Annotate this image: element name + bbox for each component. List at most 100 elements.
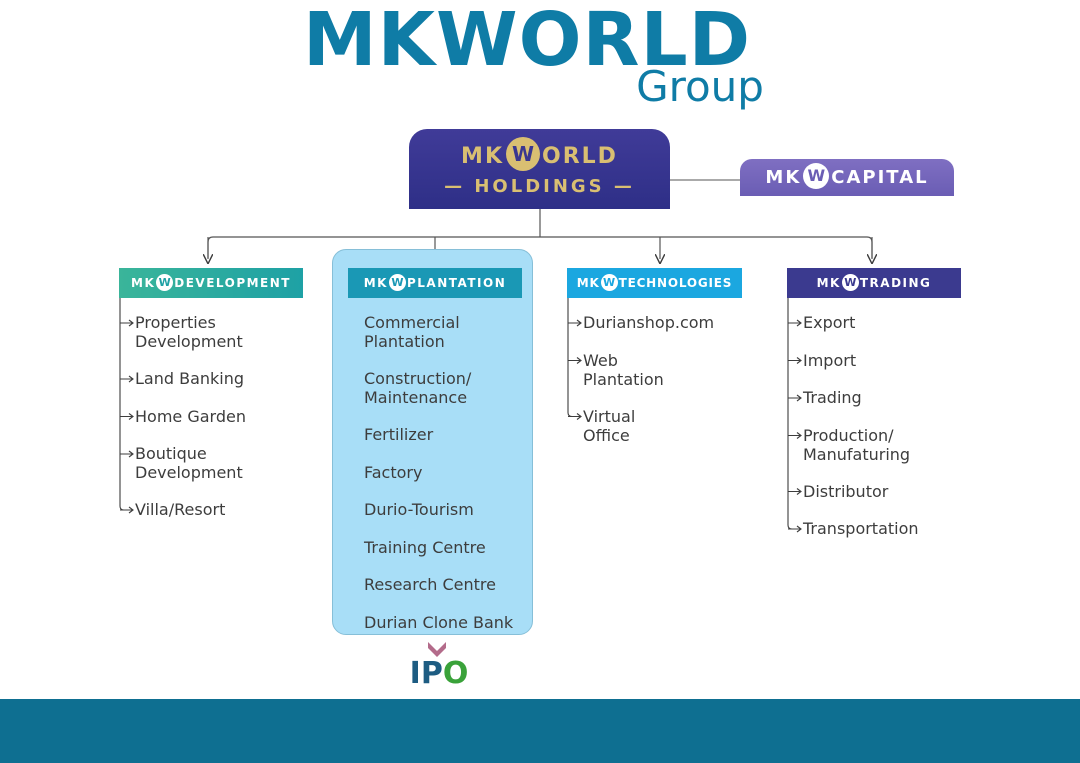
- branch-arrow: [788, 488, 802, 495]
- plantation-highlight-panel: [332, 249, 533, 635]
- list-item-line: Research Centre: [364, 575, 496, 594]
- branch-arrow: [120, 450, 134, 458]
- list-item[interactable]: Durio-Tourism: [364, 500, 474, 519]
- list-item-line: Commercial: [364, 313, 460, 332]
- ipo-label: IPO: [404, 656, 474, 692]
- list-item-line: Factory: [364, 462, 423, 482]
- list-item-line: Virtual: [583, 406, 636, 426]
- list-item[interactable]: Export: [803, 313, 855, 332]
- durian-w-icon: W: [600, 274, 618, 291]
- list-item-line: Trading: [803, 388, 862, 407]
- list-item[interactable]: Fertilizer: [364, 425, 433, 444]
- list-item-line: Training Centre: [364, 537, 486, 557]
- durian-w-icon: W: [803, 163, 830, 189]
- list-item-line: Land Banking: [135, 369, 245, 388]
- holdings-dash-left: —: [444, 176, 466, 197]
- column-header-mk: MK: [363, 276, 388, 290]
- list-item-line: Plantation: [583, 369, 664, 389]
- list-item-line: Development: [135, 332, 243, 351]
- list-item-line: Office: [583, 425, 630, 445]
- list-item-line: Home Garden: [135, 406, 246, 426]
- list-item-line: Construction/: [364, 369, 472, 388]
- durian-w-icon: W: [841, 274, 859, 291]
- capital-mk: MK: [765, 167, 802, 188]
- connector-bus: [207, 236, 873, 258]
- column-header-name: PLANTATION: [406, 276, 507, 290]
- footer-bar: [0, 699, 1080, 763]
- list-item-line: Durio-Tourism: [364, 500, 474, 519]
- list-item[interactable]: Transportation: [803, 519, 919, 538]
- list-item-line: Manufaturing: [803, 444, 911, 464]
- list-item-line: Web: [583, 350, 618, 370]
- branch-arrow: [788, 319, 802, 327]
- list-item-line: Production/: [803, 425, 894, 445]
- list-item[interactable]: Factory: [364, 463, 422, 482]
- list-item-line: Fertilizer: [364, 425, 434, 444]
- list-item[interactable]: Distributor: [803, 482, 888, 501]
- durian-w-icon: W: [506, 137, 540, 171]
- chevron-down-icon: [428, 642, 446, 657]
- list-item[interactable]: Construction/Maintenance: [364, 369, 471, 407]
- mkworld-logo-subtitle: Group: [636, 62, 764, 111]
- list-item[interactable]: Research Centre: [364, 575, 496, 594]
- list-item-line: Import: [803, 350, 857, 370]
- list-item-line: Durianshop.com: [583, 313, 715, 332]
- list-item-line: Boutique: [135, 444, 207, 463]
- list-item[interactable]: Import: [803, 351, 856, 370]
- ipo-ip: IP: [409, 656, 443, 691]
- list-item[interactable]: Durian Clone Bank: [364, 613, 513, 632]
- branch-arrow: [788, 357, 802, 364]
- branch-corner: [567, 412, 573, 418]
- list-item[interactable]: Land Banking: [135, 369, 244, 388]
- branch-corner: [787, 524, 793, 530]
- durian-w-icon: W: [388, 274, 406, 291]
- holdings-mk: MK: [461, 144, 504, 169]
- holdings-label: HOLDINGS: [474, 176, 605, 197]
- ipo-o: O: [442, 656, 469, 691]
- list-item-line: Distributor: [803, 481, 889, 501]
- mkworld-logo-title: MKWORLD: [303, 0, 752, 83]
- column-header-name: TECHNOLOGIES: [618, 276, 733, 290]
- list-item-line: Plantation: [364, 332, 445, 351]
- holdings-dash-right: —: [613, 176, 635, 197]
- list-item[interactable]: Trading: [803, 388, 862, 407]
- branch-arrow: [120, 413, 134, 420]
- list-item[interactable]: Villa/Resort: [135, 500, 225, 519]
- branch-arrow: [568, 357, 582, 364]
- list-item-line: Properties: [135, 313, 216, 332]
- holdings-orld: ORLD: [542, 144, 618, 169]
- list-item[interactable]: Home Garden: [135, 407, 246, 426]
- durian-w-icon: W: [156, 274, 174, 291]
- branch-arrow: [788, 432, 802, 439]
- column-header-name: DEVELOPMENT: [174, 276, 291, 290]
- list-item[interactable]: Training Centre: [364, 538, 486, 557]
- column-header-mk: MK: [131, 276, 156, 290]
- list-item-line: Development: [135, 463, 243, 482]
- capital-label: CAPITAL: [831, 167, 929, 188]
- column-header-mk: MK: [576, 276, 600, 290]
- holdings-label-line: — HOLDINGS —: [409, 175, 670, 199]
- branch-arrow: [788, 394, 802, 402]
- list-item[interactable]: Durianshop.com: [583, 313, 714, 332]
- branch-arrow: [120, 375, 134, 383]
- list-item-line: Export: [803, 313, 856, 332]
- branch-corner: [119, 505, 125, 511]
- branch-arrow: [120, 319, 134, 327]
- list-item-line: Transportation: [803, 519, 919, 538]
- column-header-name: TRADING: [859, 276, 932, 290]
- list-item[interactable]: Production/Manufaturing: [803, 426, 910, 464]
- list-item-line: Durian Clone Bank: [364, 612, 514, 632]
- list-item-line: Maintenance: [364, 388, 468, 407]
